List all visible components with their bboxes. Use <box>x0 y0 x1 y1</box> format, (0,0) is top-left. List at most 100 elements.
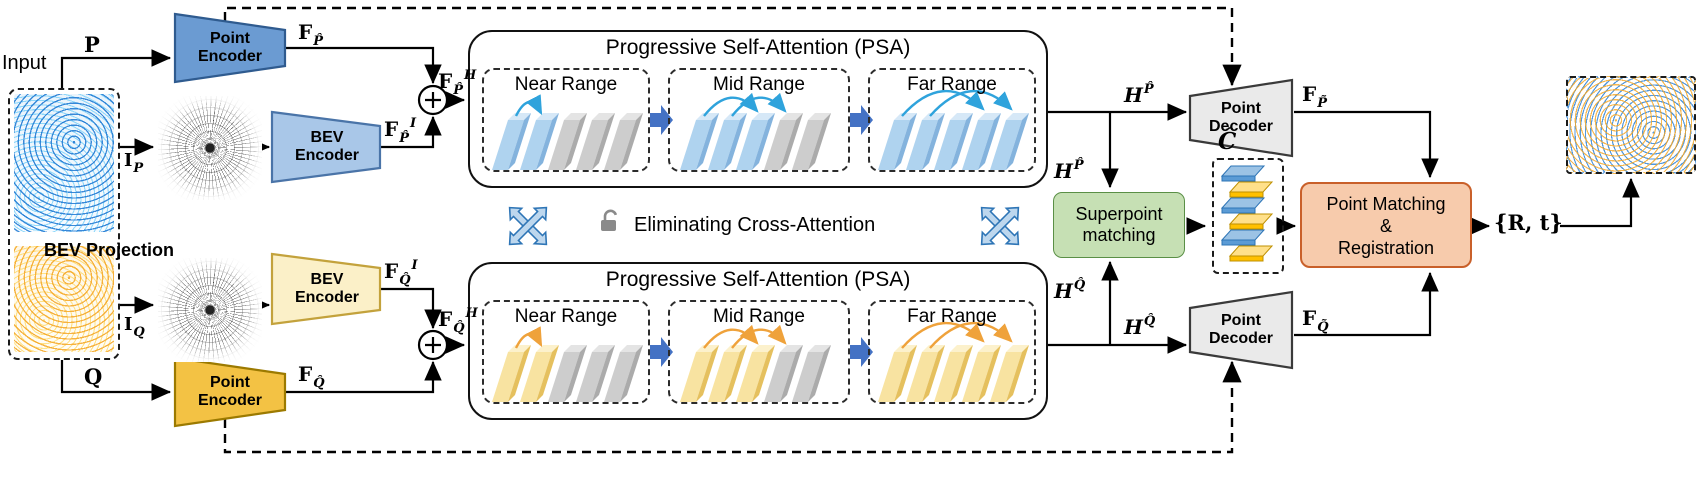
arrow-fpi-to-add <box>380 115 442 149</box>
psa-top-box <box>468 30 1048 188</box>
range-transition-arrow <box>850 105 873 135</box>
arrow-q-to-point-encoder <box>60 360 172 401</box>
range-label-far-bottom: Far Range <box>907 306 997 327</box>
point-decoder-bottom-shape <box>1188 290 1294 370</box>
attention-arc <box>731 324 787 349</box>
point-decoder-top-label: Point Decoder <box>1208 100 1274 135</box>
range-box-far-top <box>868 68 1036 172</box>
arrow-fqtilde-to-registration <box>1294 271 1439 337</box>
attention-arc <box>731 92 787 117</box>
feature-label-hq-horizontal: HQ̂ <box>1124 314 1156 339</box>
feature-label-fqh: FQ̂H <box>438 306 478 336</box>
psa-bottom-title: Progressive Self-Attention (PSA) <box>605 268 911 291</box>
correspondence-dashed-box <box>1212 158 1284 274</box>
point-cloud-p-label: P <box>84 32 100 57</box>
attention-arc <box>929 89 1013 117</box>
feedback-dashed-lines <box>223 6 1242 454</box>
point-matching-registration-box: Point Matching & Registration <box>1300 182 1472 268</box>
arrow-rt-to-result <box>1560 177 1640 228</box>
input-dashed-box <box>8 88 120 360</box>
feature-label-fph: FP̂H <box>438 68 477 98</box>
attention-arc <box>514 94 543 117</box>
input-label: Input <box>2 52 47 74</box>
feature-label-fqi: FQ̂I <box>384 258 418 288</box>
point-decoder-top-shape <box>1188 78 1294 158</box>
feature-label-fq: FQ̂ <box>298 362 325 391</box>
range-label-mid-top: Mid Range <box>713 74 805 95</box>
encoder-decoder-shapes <box>173 12 1294 428</box>
point-decoder-bottom-label: Point Decoder <box>1208 312 1274 347</box>
cross-attention-blocked-icon-right <box>975 201 1025 251</box>
range-transition-arrow <box>650 105 673 135</box>
point-cloud-q-image <box>14 246 114 352</box>
point-encoder-bottom-label: Point Encoder <box>197 374 262 409</box>
open-lock-icon <box>601 209 618 231</box>
bev-encoder-bottom-label: BEV Encoder <box>294 271 359 306</box>
arrow-fptilde-to-registration <box>1294 110 1439 179</box>
range-transition-arrows <box>650 105 873 367</box>
correspondence-label: Ĉ <box>1218 128 1237 155</box>
superpoint-matching-box: Superpoint matching <box>1053 192 1185 258</box>
feature-label-fq-tilde: FQ̃ <box>1302 306 1329 335</box>
attention-arc <box>929 321 1013 349</box>
feature-label-iq: IQ <box>124 314 145 340</box>
range-box-near-top <box>482 68 650 172</box>
point-cloud-p-image <box>14 94 114 232</box>
range-label-near-bottom: Near Range <box>514 306 618 327</box>
range-box-mid-top <box>668 68 850 172</box>
range-box-far-bottom <box>868 300 1036 404</box>
registration-line3: Registration <box>1337 238 1435 258</box>
range-transition-arrow <box>850 337 873 367</box>
bev-encoder-top-label: BEV Encoder <box>294 129 359 164</box>
output-rt-label: {R, t} <box>1494 210 1563 235</box>
feature-label-ip: IP <box>124 150 144 176</box>
point-encoder-bottom-shape <box>173 356 287 428</box>
feature-label-hp-horizontal: HP̂ <box>1124 82 1154 107</box>
feature-fusion-add-icon-top <box>417 84 449 116</box>
feature-label-fp-tilde: FP̃ <box>1302 82 1327 111</box>
arrow-fq-to-add <box>285 360 442 394</box>
range-box-near-bottom <box>482 300 650 404</box>
feedback-dashed-top <box>223 6 1242 87</box>
bev-projection-label: BEV Projection <box>44 240 175 260</box>
superpoint-matching-line1: Superpoint <box>1075 204 1163 224</box>
bev-encoder-bottom-shape <box>270 252 382 326</box>
psa-bottom-box <box>468 262 1048 420</box>
cross-attention-blocked-icon-left <box>503 201 553 251</box>
psa-top-title: Progressive Self-Attention (PSA) <box>605 36 911 59</box>
feature-label-fp: FP̂ <box>298 20 323 49</box>
point-cloud-q-label: Q <box>84 364 103 389</box>
feature-fusion-add-icon-bottom <box>417 329 449 361</box>
registration-line2: & <box>1379 216 1392 236</box>
point-encoder-top-shape <box>173 12 287 84</box>
connector-arrows <box>60 46 1640 401</box>
range-box-mid-bottom <box>668 300 850 404</box>
attention-arc <box>901 321 985 349</box>
attention-arc <box>703 92 759 117</box>
bev-encoder-top-shape <box>270 110 382 184</box>
attention-arcs-bottom <box>514 321 1013 349</box>
range-transition-arrow <box>650 337 673 367</box>
attention-arc <box>901 89 985 117</box>
registered-result-image <box>1566 76 1696 174</box>
arrow-fqi-to-add <box>380 287 442 330</box>
feature-label-fpi: FP̂I <box>384 116 417 146</box>
point-encoder-top-label: Point Encoder <box>197 30 262 65</box>
attention-arc <box>703 324 759 349</box>
feature-label-hp-vertical: HP̂ <box>1054 158 1084 183</box>
range-label-mid-bottom: Mid Range <box>713 306 805 327</box>
attention-arcs-top <box>514 89 1013 117</box>
feature-label-hq-vertical: HQ̂ <box>1054 278 1086 303</box>
range-label-far-top: Far Range <box>907 74 997 95</box>
superpoint-matching-line2: matching <box>1082 225 1156 245</box>
arrow-p-to-point-encoder <box>60 49 172 90</box>
bev-image-p <box>158 96 262 200</box>
eliminating-cross-attention-label: Eliminating Cross-Attention <box>634 214 876 236</box>
bev-image-q <box>158 258 262 362</box>
attention-arc <box>514 326 543 349</box>
registration-line1: Point Matching <box>1326 194 1446 214</box>
feedback-dashed-bottom <box>223 360 1242 454</box>
range-label-near-top: Near Range <box>514 74 618 95</box>
